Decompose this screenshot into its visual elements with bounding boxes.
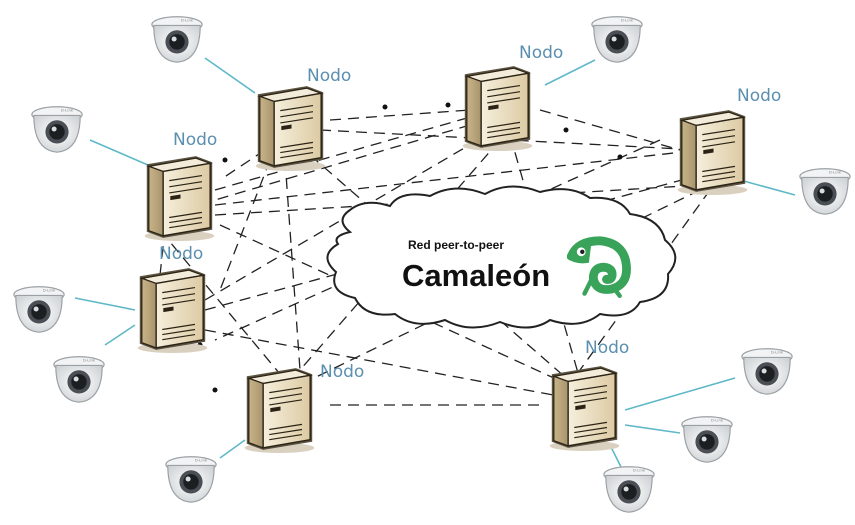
server-icon <box>549 365 620 452</box>
dome-camera-icon <box>165 456 217 503</box>
p2p-cloud <box>326 185 677 329</box>
dome-camera-icon <box>591 16 643 63</box>
server-icon <box>137 267 208 354</box>
cloud-title: Camaleón <box>402 258 551 293</box>
node-label: Nodo <box>519 43 564 63</box>
node-label: Nodo <box>737 86 782 106</box>
dome-camera-icon <box>53 356 105 403</box>
dome-camera-icon <box>741 348 793 395</box>
node-label: Nodo <box>320 362 365 382</box>
server-icon <box>144 155 215 242</box>
server-icon <box>677 109 748 196</box>
node-label: Nodo <box>173 130 218 150</box>
dome-camera-icon <box>799 168 851 215</box>
dome-camera-icon <box>151 16 203 63</box>
cloud-subtitle: Red peer-to-peer <box>408 238 505 252</box>
node-label: Nodo <box>307 66 352 86</box>
dome-camera-icon <box>603 466 655 513</box>
server-icon <box>255 85 326 172</box>
dome-camera-icon <box>31 106 83 153</box>
dome-camera-icon <box>681 416 733 463</box>
server-icon <box>244 367 315 454</box>
node-label: Nodo <box>585 338 630 358</box>
camera-links <box>74 57 796 476</box>
server-icon <box>462 65 533 152</box>
dome-camera-icon <box>13 286 65 333</box>
node-label: Nodo <box>159 244 204 264</box>
